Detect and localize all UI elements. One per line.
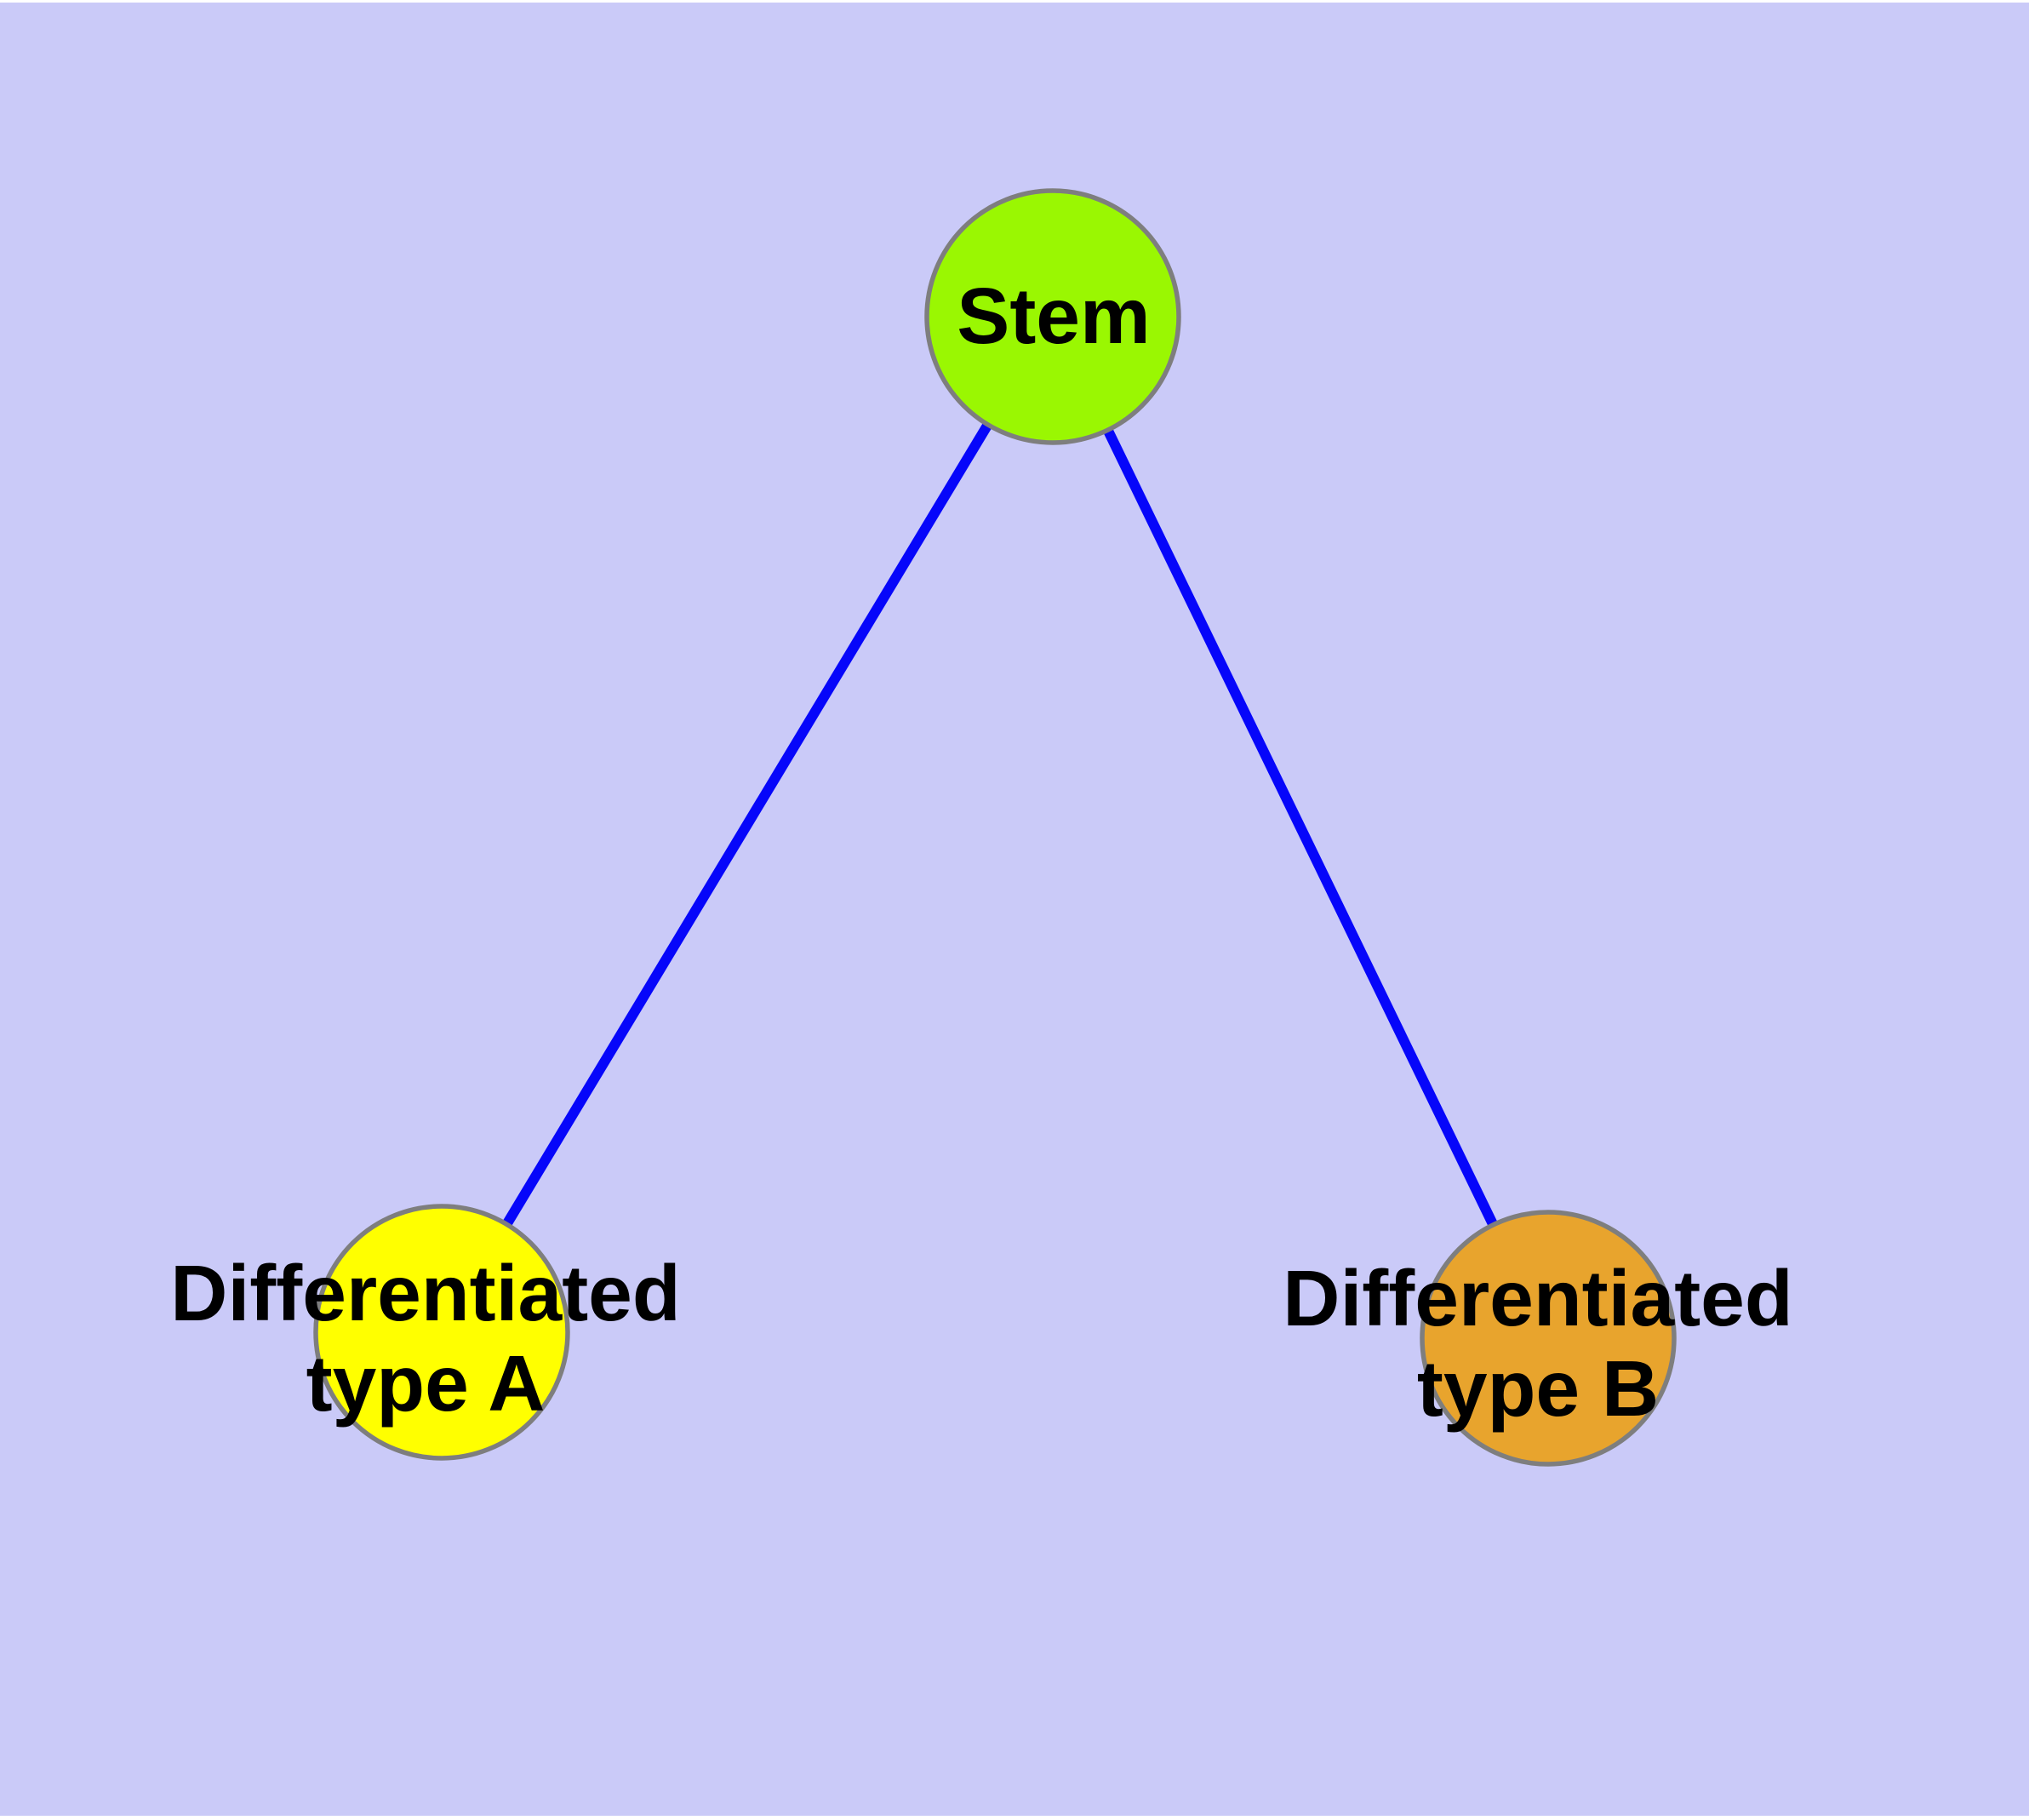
diagram-figure: Stem Differentiated type A Differentiate…	[0, 3, 2029, 1816]
node-label-differentiated-type-b: Differentiated type B	[1283, 1253, 1792, 1434]
node-label-type-a-line-2: type A	[306, 1339, 546, 1428]
edge-stem-to-type-a	[437, 313, 1058, 1336]
graph-canvas	[0, 3, 2029, 1816]
node-label-stem-line-1: Stem	[957, 272, 1151, 360]
node-label-type-a-line-1: Differentiated	[170, 1249, 681, 1337]
node-differentiated-type-a	[313, 1204, 570, 1461]
node-differentiated-type-b	[1420, 1210, 1677, 1467]
node-label-stem: Stem	[957, 271, 1150, 361]
node-stem	[924, 188, 1181, 445]
edge-stem-to-type-b	[1048, 314, 1553, 1341]
node-label-differentiated-type-a: Differentiated type A	[170, 1248, 680, 1428]
node-label-type-b-line-1: Differentiated	[1283, 1254, 1793, 1342]
node-label-type-b-line-2: type B	[1416, 1344, 1660, 1433]
